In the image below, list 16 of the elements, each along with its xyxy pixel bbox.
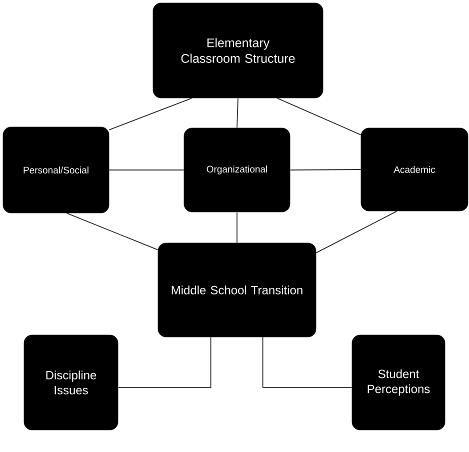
topic-box: Student Perceptions — [352, 334, 446, 430]
connector-line — [236, 212, 238, 244]
topic-box: Organizational — [184, 128, 290, 212]
connector-line — [118, 336, 212, 388]
connector-line — [236, 98, 238, 128]
connector-line — [66, 212, 158, 250]
connector-line — [262, 336, 352, 388]
connector-line — [290, 169, 362, 170]
topic-box: Middle School Transition — [158, 242, 316, 338]
topic-box: Academic — [360, 128, 468, 212]
connector-line — [316, 210, 398, 254]
topic-box: Elementary Classroom Structure — [152, 2, 324, 98]
connector-line — [108, 98, 192, 130]
topic-box: Discipline Issues — [24, 334, 118, 430]
connector-line — [276, 98, 362, 136]
topic-box: Personal/Social — [2, 126, 110, 214]
